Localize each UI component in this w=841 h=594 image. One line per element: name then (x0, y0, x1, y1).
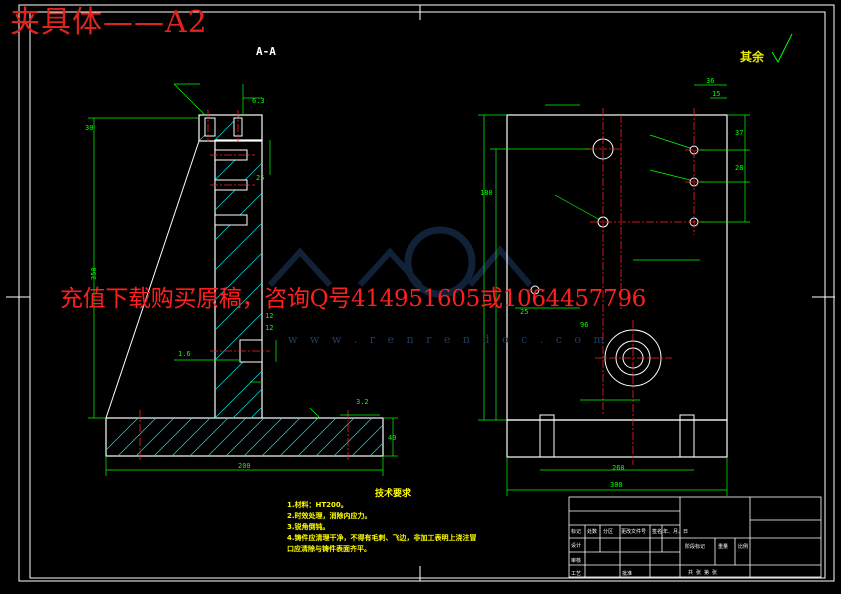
drawing-title: 夹具体——A2 (10, 5, 208, 40)
title-block (568, 496, 822, 578)
tb-cell-7: 审核 (571, 557, 581, 564)
section-label: A-A (256, 45, 276, 58)
watermark-url: w w w . r e n r e n d o c . c o m (288, 333, 609, 346)
watermark-text: 充值下载购买原稿，咨询Q号414951605或1064457796 (60, 286, 646, 312)
tb-cell-10: 阶段标记 (685, 543, 705, 550)
title-block-text: 标记 处数 分区 更改文件号 签名 年、月、日 设计 审核 工艺 批准 阶段标记… (571, 528, 748, 577)
note-item: 1.材料：HT200。 (287, 501, 348, 509)
tb-cell-1: 处数 (587, 528, 597, 535)
dim-right-36: 36 (706, 77, 714, 85)
tb-cell-2: 分区 (603, 528, 613, 535)
tb-cell-12: 比例 (738, 543, 748, 550)
tb-cell-3: 更改文件号 (621, 528, 646, 535)
left-view: 350 200 40 30 12 12 1.6 3.2 6.3 25 (85, 83, 398, 476)
roughness-symbol (771, 33, 793, 64)
dim-left-a: 1.6 (178, 350, 191, 358)
notes-list: 1.材料：HT200。 2.时效处理，消除内应力。 3.锐角倒钝。 4.铸件应清… (287, 500, 537, 555)
dim-left-height: 350 (90, 267, 98, 280)
tb-cell-6: 设计 (571, 542, 581, 549)
dim-right-15: 15 (712, 90, 720, 98)
watermark-logo (267, 226, 533, 298)
surface-note: 其余 (740, 50, 765, 64)
dim-right-width: 260 (612, 464, 625, 472)
outer-frame (18, 4, 835, 582)
right-view: 300 260 180 25 15 36 37 28 96 (478, 77, 750, 496)
tb-cell-8: 工艺 (571, 571, 581, 577)
dim-right-28: 28 (735, 164, 743, 172)
dim-left-b: 3.2 (356, 398, 369, 406)
tb-cell-0: 标记 (571, 528, 581, 535)
dim-right-total: 300 (610, 481, 623, 489)
dim-left-c: 6.3 (252, 97, 265, 105)
dim-left-top: 30 (85, 124, 93, 132)
tb-cell-13: 共 张 第 张 (688, 569, 717, 576)
dim-right-96: 96 (580, 321, 588, 329)
notes-title: 技术要求 (375, 489, 412, 499)
tb-cell-5: 年、月、日 (663, 528, 688, 535)
dim-right-37: 37 (735, 129, 743, 137)
dim-right-25: 25 (520, 308, 528, 316)
dim-right-180: 180 (480, 189, 493, 197)
note-item: 2.时效处理，消除内应力。 (287, 512, 372, 520)
dim-left-depth: 12 (265, 324, 273, 332)
inner-frame (29, 11, 826, 579)
tb-cell-9: 批准 (622, 570, 632, 577)
note-item: 3.锐角倒钝。 (287, 523, 330, 531)
dim-left-hole: 12 (265, 312, 273, 320)
dim-left-d: 25 (256, 174, 264, 182)
tb-cell-4: 签名 (652, 528, 662, 535)
note-item: 4.铸件应清理干净，不得有毛刺、飞边，非加工表明上浇注冒 (287, 534, 477, 542)
dim-left-base: 40 (388, 434, 396, 442)
note-item: 口应清除与铸件表面齐平。 (287, 545, 371, 553)
tb-cell-11: 重量 (718, 543, 728, 550)
dim-left-width: 200 (238, 462, 251, 470)
